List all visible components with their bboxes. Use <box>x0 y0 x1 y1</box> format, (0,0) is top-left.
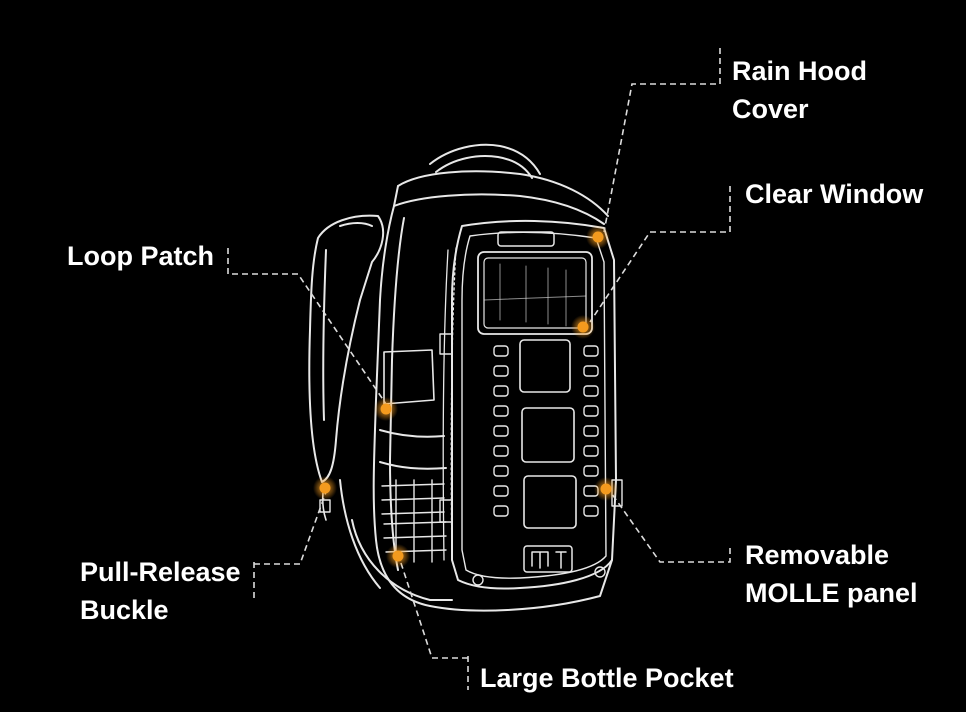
callout-markers <box>313 225 618 568</box>
callout-bottle-text: Large Bottle Pocket <box>480 663 734 693</box>
callout-buckle-line2: Buckle <box>80 595 169 625</box>
callout-rain-hood-line1: Rain Hood <box>732 56 867 86</box>
callout-loop-patch-text: Loop Patch <box>67 241 214 271</box>
marker-bottle <box>386 544 410 568</box>
leader-loop-patch <box>227 248 387 405</box>
leader-molle <box>611 493 731 563</box>
leader-rain-hood <box>603 48 721 233</box>
callout-loop-patch: Loop Patch <box>67 237 214 275</box>
callout-molle-line1: Removable <box>745 540 890 570</box>
callout-rain-hood-line2: Cover <box>732 94 809 124</box>
callout-rain-hood-cover: Rain Hood Cover <box>732 52 867 128</box>
callout-clear-window-text: Clear Window <box>745 179 924 209</box>
marker-molle <box>594 477 618 501</box>
marker-rain-hood <box>586 225 610 249</box>
callout-large-bottle-pocket: Large Bottle Pocket <box>480 659 734 697</box>
backpack-illustration <box>308 143 623 612</box>
marker-loop-patch <box>374 397 398 421</box>
leader-bottle <box>399 559 469 690</box>
leader-clear-window <box>589 186 731 323</box>
leader-buckle <box>253 491 327 600</box>
marker-clear-window <box>571 315 595 339</box>
marker-buckle <box>313 476 337 500</box>
callout-removable-molle-panel: Removable MOLLE panel <box>745 536 918 612</box>
callout-leaders <box>227 48 731 690</box>
callout-molle-line2: MOLLE panel <box>745 578 918 608</box>
callout-pull-release-buckle: Pull-Release Buckle <box>80 553 241 629</box>
callout-clear-window: Clear Window <box>745 175 923 213</box>
callout-buckle-line1: Pull-Release <box>80 557 241 587</box>
